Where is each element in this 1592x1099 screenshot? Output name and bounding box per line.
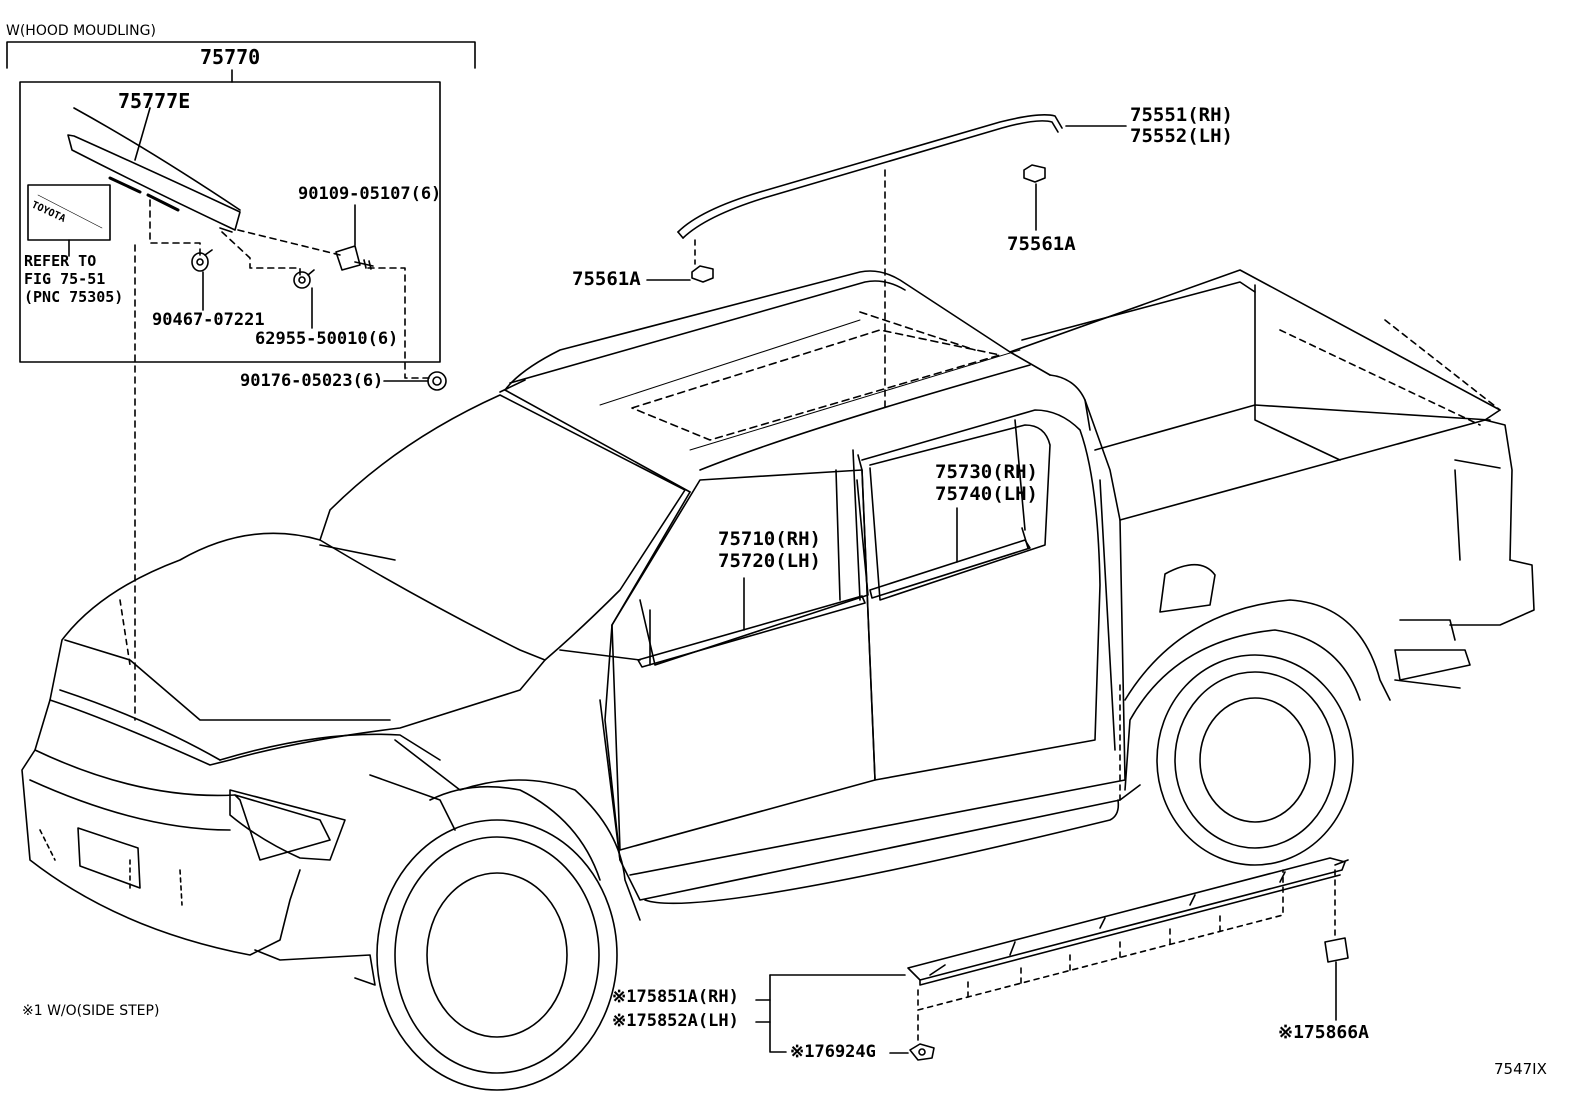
nut-90176-05023 xyxy=(427,371,447,391)
hood-moulding-inset-box xyxy=(19,81,441,363)
rear-door-lh-label: 75740(LH) xyxy=(935,483,1038,505)
roof-clip-lower-label: 75561A xyxy=(572,268,641,290)
front-door-rh-label: 75710(RH) xyxy=(718,528,821,550)
rocker-fastener-label: ※175866A xyxy=(1278,1022,1369,1043)
roof-rail-moulding xyxy=(677,114,1063,239)
part-leader-lines xyxy=(68,204,429,382)
rocker-clip-label: ※176924G xyxy=(790,1042,876,1062)
roof-rail-clip-upper xyxy=(1023,164,1046,183)
assembly-part-label: 75770 xyxy=(200,45,261,69)
part-90467-07221-label: 90467-07221 xyxy=(152,310,265,330)
rocker-lh-label: ※175852A(LH) xyxy=(612,1011,739,1031)
refer-to-line-1: REFER TO xyxy=(24,252,97,270)
hood-moulding-group-bracket xyxy=(6,41,476,83)
rocker-fastener-75866A xyxy=(1324,937,1349,1021)
roof-rail-leaders xyxy=(646,125,1127,411)
clip-62955-50010 xyxy=(293,269,315,289)
rear-door-rh-label: 75730(RH) xyxy=(935,461,1038,483)
roof-clip-upper-label: 75561A xyxy=(1007,233,1076,255)
rocker-moulding xyxy=(907,857,1349,986)
clip-90467-07221 xyxy=(191,249,213,272)
part-90109-05107-label: 90109-05107(6) xyxy=(298,184,442,204)
front-door-lh-label: 75720(LH) xyxy=(718,550,821,572)
figure-code-label: 7547IX xyxy=(1494,1060,1547,1078)
inset-dashed-leaders xyxy=(134,199,431,721)
moulding-part-label: 75777E xyxy=(118,89,191,113)
roof-rail-rh-label: 75551(RH) xyxy=(1130,104,1233,126)
rocker-leaders xyxy=(755,974,909,1054)
door-moulding-leaders xyxy=(743,507,958,631)
part-90176-05023-label: 90176-05023(6) xyxy=(240,371,384,391)
rocker-clip-positions xyxy=(917,869,1336,1041)
rocker-clip-76924G xyxy=(909,1043,935,1061)
screw-90109-05107 xyxy=(335,245,374,271)
hood-moulding-strip xyxy=(67,107,241,233)
roof-rail-clip-lower xyxy=(691,265,714,283)
refer-to-line-2: FIG 75-51 xyxy=(24,270,106,288)
truck-body xyxy=(21,269,1535,1091)
part-62955-50010-label: 62955-50010(6) xyxy=(255,329,399,349)
roof-rail-lh-label: 75552(LH) xyxy=(1130,125,1233,147)
rocker-rh-label: ※175851A(RH) xyxy=(612,987,739,1007)
footnote-label: ※1 W/O(SIDE STEP) xyxy=(22,1003,160,1019)
group-title-label: W(HOOD MOUDLING) xyxy=(6,23,156,39)
refer-to-line-3: (PNC 75305) xyxy=(24,288,124,306)
